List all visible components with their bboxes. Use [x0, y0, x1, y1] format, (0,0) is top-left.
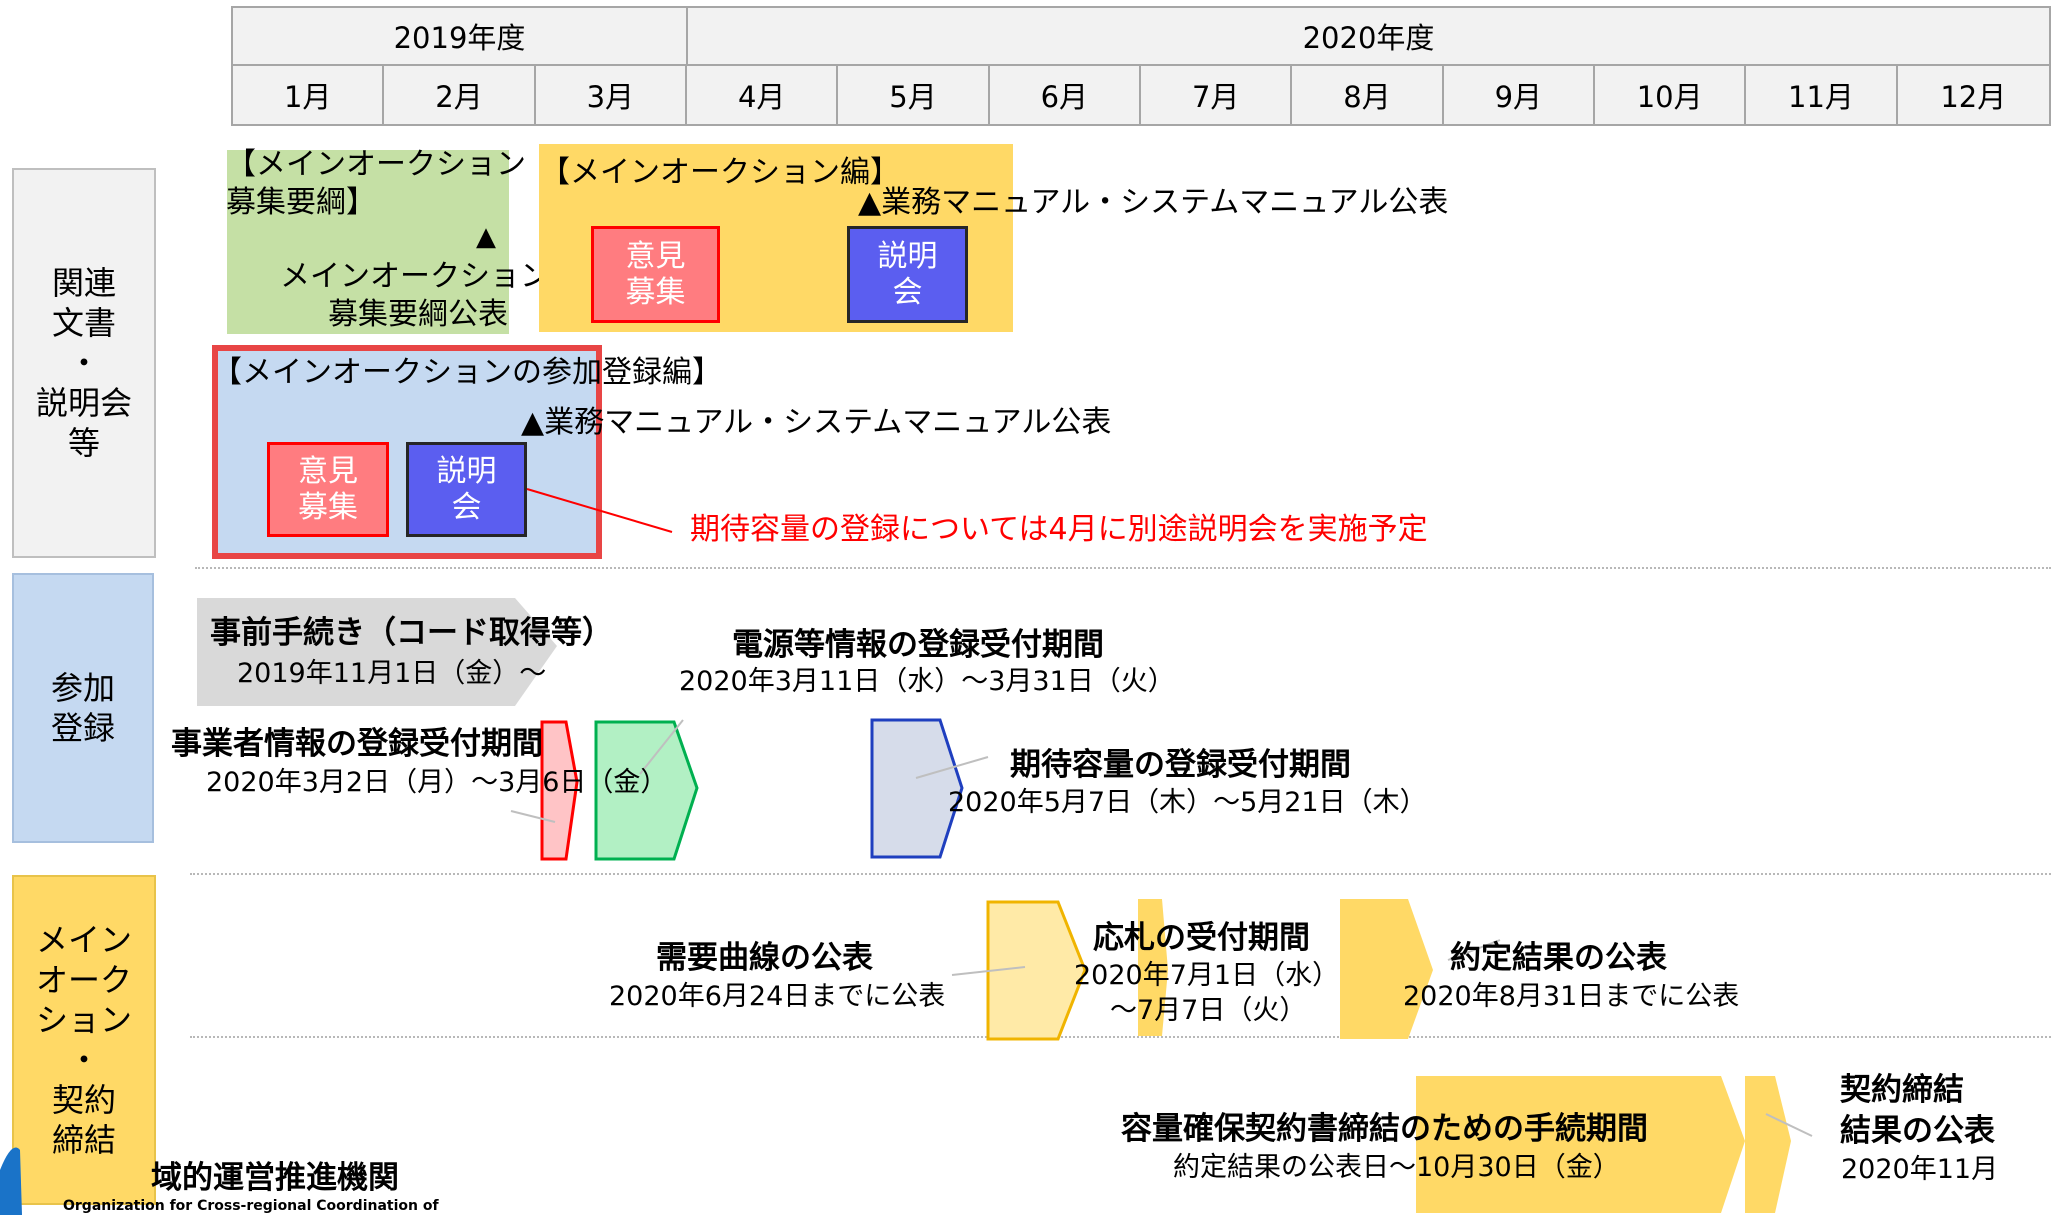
business-info-arrow [540, 720, 579, 861]
final-title-line1: 契約締結 [1840, 1072, 1964, 1108]
business-info-title: 事業者情報の登録受付期間 [171, 726, 543, 762]
contract-arrow [1416, 1076, 1745, 1213]
org-name-jp: 域的運営推進機関 [151, 1160, 399, 1196]
demand-curve-date: 2020年6月24日までに公表 [609, 981, 946, 1012]
main-opinion-text: 意見 募集 [625, 238, 686, 310]
main-opinion-tag: 意見 募集 [591, 226, 720, 323]
bid-title: 応札の受付期間 [1093, 920, 1310, 956]
power-info-pointer [639, 719, 684, 775]
row-label-docs-text: 関連 文書 ・ 説明会 等 [35, 264, 132, 462]
reg-briefing-tag: 説明 会 [406, 442, 527, 537]
fiscal-year-2019: 2019年度 [233, 8, 688, 66]
logo-icon [0, 1147, 22, 1215]
power-info-title: 電源等情報の登録受付期間 [732, 627, 1104, 663]
capacity-date: 2020年5月7日（木）～5月21日（木） [948, 787, 1427, 818]
result-pointer [1447, 939, 1501, 961]
demand-curve-arrow [986, 900, 1087, 1041]
month-cell: 3月 [535, 66, 687, 124]
main-edition-title: 【メインオークション編】 [540, 155, 900, 190]
final-arrow [1745, 1076, 1791, 1213]
power-info-arrow [594, 720, 699, 861]
capacity-title: 期待容量の登録受付期間 [1010, 747, 1351, 783]
month-cell: 11月 [1746, 66, 1898, 124]
month-cell: 5月 [838, 66, 990, 124]
reg-briefing-text: 説明 会 [436, 453, 497, 525]
result-arrow [1340, 899, 1433, 1039]
capacity-arrow [870, 718, 964, 859]
row-label-registration-text: 参加 登録 [50, 669, 115, 747]
demand-curve-title: 需要曲線の公表 [656, 940, 873, 976]
callout-line [526, 488, 673, 533]
business-info-date: 2020年3月2日（月）～3月6日（金） [206, 767, 668, 798]
pre-procedure-date: 2019年11月1日（金）～ [237, 658, 547, 689]
row-label-registration: 参加 登録 [12, 573, 154, 843]
month-cell: 2月 [384, 66, 536, 124]
reg-opinion-tag: 意見 募集 [267, 442, 389, 537]
separator-2 [190, 873, 2051, 875]
power-info-date: 2020年3月11日（水）～3月31日（火） [679, 666, 1175, 697]
bid-arrow [1138, 899, 1168, 1036]
guideline-box [227, 150, 509, 334]
row-label-auction: メイン オーク ション ・ 契約 締結 [12, 875, 156, 1205]
registration-edition-title: 【メインオークションの参加登録編】 [212, 355, 722, 390]
bid-date-start: 2020年7月1日（水） [1074, 960, 1340, 991]
final-title-line2: 結果の公表 [1840, 1113, 1995, 1149]
result-date: 2020年8月31日までに公表 [1403, 981, 1740, 1012]
reg-opinion-text: 意見 募集 [298, 453, 358, 525]
demand-curve-pointer [951, 966, 1026, 976]
bid-date-end: ～7月7日（火） [1110, 995, 1307, 1026]
business-info-pointer [510, 810, 556, 823]
result-title: 約定結果の公表 [1450, 940, 1667, 976]
registration-edition-manual: ▲業務マニュアル・システムマニュアル公表 [521, 405, 1112, 440]
contract-title: 容量確保契約書締結のための手続期間 [1121, 1111, 1648, 1147]
contract-date: 約定結果の公表日～10月30日（金） [1173, 1152, 1620, 1183]
main-briefing-text: 説明 会 [877, 238, 938, 310]
row-label-docs: 関連 文書 ・ 説明会 等 [12, 168, 156, 558]
guideline-box-title: 【メインオークション 募集要綱】 [226, 147, 526, 220]
pre-procedure-arrow [197, 598, 557, 706]
fiscal-year-2020: 2020年度 [688, 8, 2049, 66]
month-cell: 1月 [233, 66, 385, 124]
month-cell: 12月 [1897, 66, 2049, 124]
row-label-auction-text: メイン オーク ション ・ 契約 締結 [35, 921, 132, 1159]
month-cell: 9月 [1443, 66, 1595, 124]
guideline-marker: ▲ [476, 222, 496, 252]
month-cell: 4月 [687, 66, 839, 124]
main-edition-manual: ▲業務マニュアル・システムマニュアル公表 [858, 185, 1449, 220]
month-cell: 7月 [1141, 66, 1293, 124]
final-date: 2020年11月 [1841, 1154, 1999, 1185]
month-cell: 6月 [989, 66, 1141, 124]
pre-procedure-title: 事前手続き（コード取得等） [210, 615, 613, 651]
capacity-pointer [915, 756, 989, 779]
guideline-publish: メインオークション 募集要綱公表 [280, 259, 550, 332]
main-briefing-tag: 説明 会 [847, 226, 968, 323]
separator-3 [190, 1036, 2051, 1038]
separator-1 [195, 567, 2051, 569]
month-cell: 8月 [1292, 66, 1444, 124]
month-cell: 10月 [1595, 66, 1747, 124]
final-pointer [1765, 1113, 1813, 1137]
briefing-callout: 期待容量の登録については4月に別途説明会を実施予定 [690, 512, 1428, 547]
org-name-en: Organization for Cross-regional Coordina… [63, 1198, 439, 1214]
